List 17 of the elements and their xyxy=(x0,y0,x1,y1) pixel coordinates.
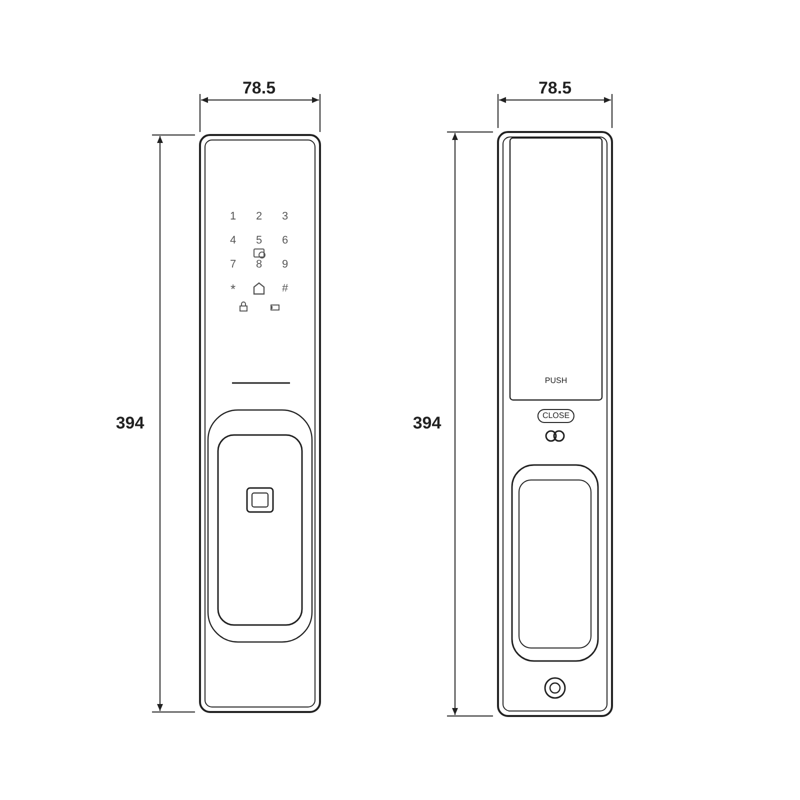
dimension-label: 78.5 xyxy=(538,80,572,96)
key-label: 5 xyxy=(256,236,262,246)
dimension-label: 394 xyxy=(116,414,144,432)
push-label: PUSH xyxy=(544,377,568,385)
key-label: 8 xyxy=(256,260,262,270)
key-label: 3 xyxy=(282,212,288,222)
key-label: 7 xyxy=(230,260,236,270)
key-label: 2 xyxy=(256,212,262,222)
dimension-label: 78.5 xyxy=(242,80,276,96)
key-label: 4 xyxy=(230,236,236,246)
dimension-label: 394 xyxy=(412,414,442,432)
key-label: 6 xyxy=(282,236,288,246)
key-label: # xyxy=(282,284,288,294)
close-button: CLOSE xyxy=(537,409,575,423)
key-label: 1 xyxy=(230,212,236,222)
key-label: 9 xyxy=(282,260,288,270)
key-label: * xyxy=(230,282,236,296)
